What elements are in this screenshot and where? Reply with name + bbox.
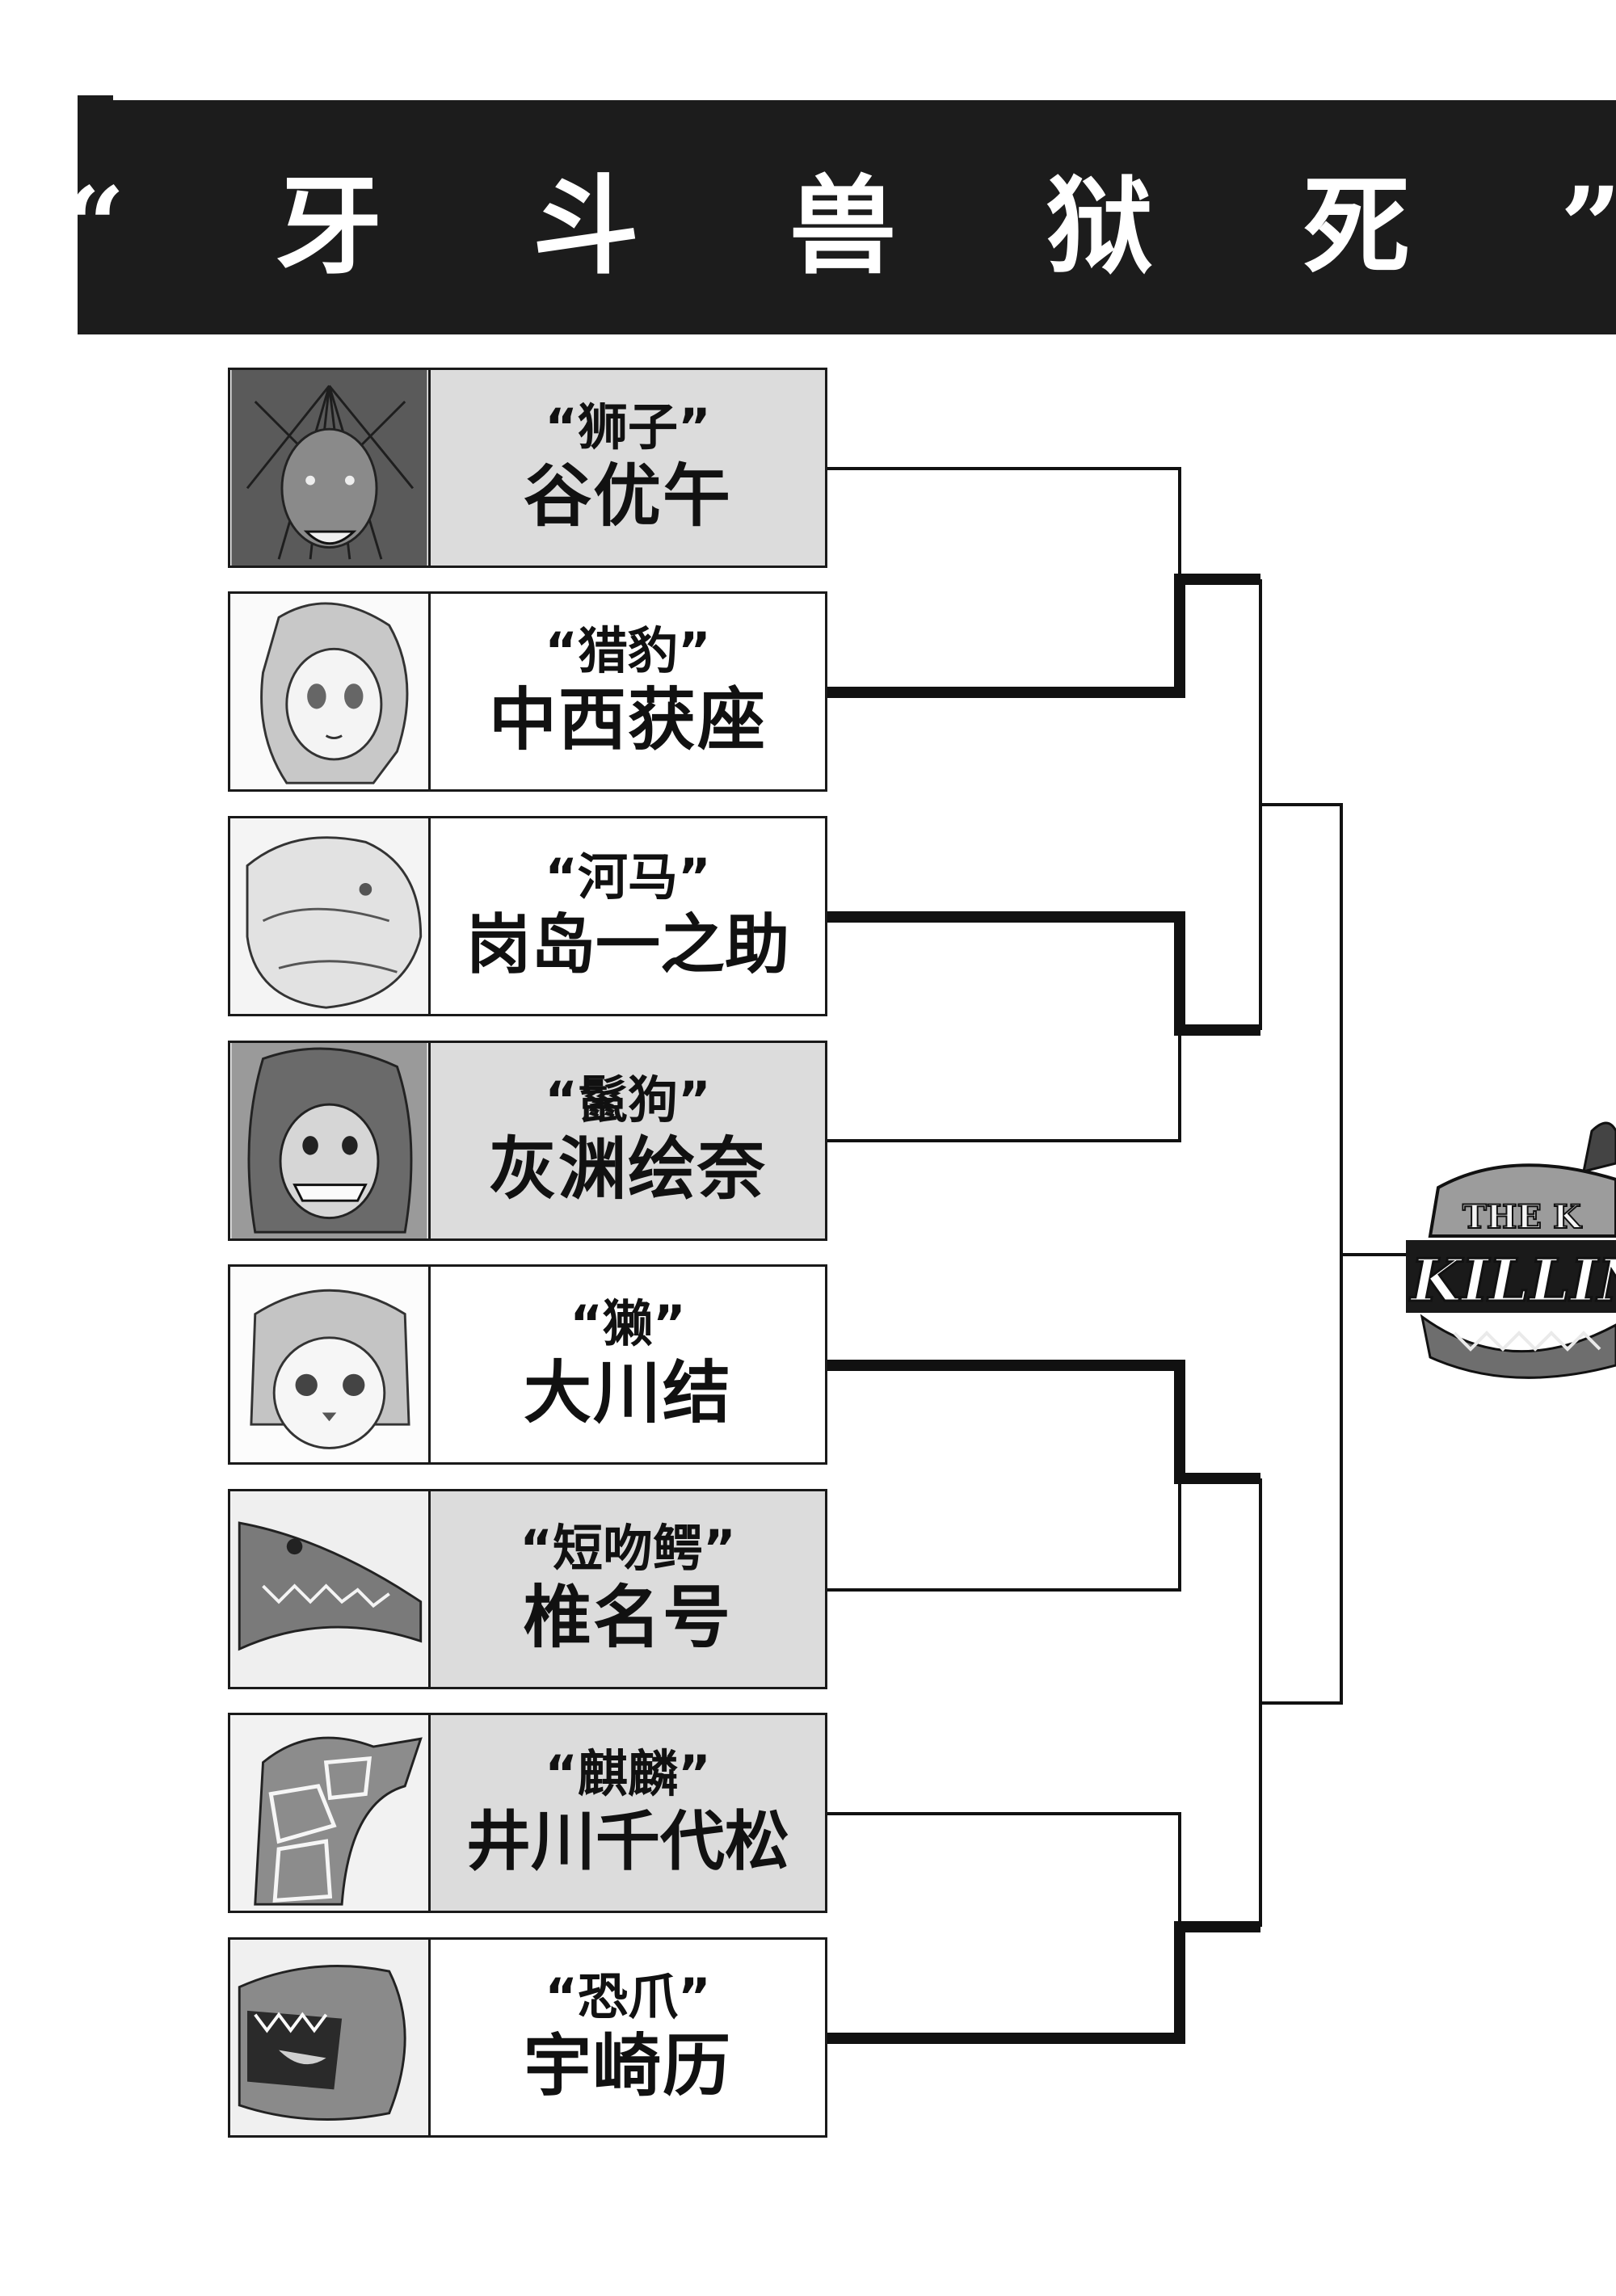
fighter-name-panel: “恐爪” 宇崎历 xyxy=(431,1940,825,2135)
otter-portrait-image xyxy=(230,1267,431,1462)
logo-text-line2: KILLING xyxy=(1409,1246,1616,1314)
fighter-card-raptor[interactable]: “恐爪” 宇崎历 xyxy=(228,1937,827,2138)
fighter-card-alligator[interactable]: “短吻鳄” 椎名号 xyxy=(228,1489,827,1689)
fighter-name-panel: “猎豹” 中西获座 xyxy=(431,594,825,789)
bracket-line-r1m1-top xyxy=(827,467,1181,579)
fighter-name-panel: “麒麟” 井川千代松 xyxy=(431,1715,825,1911)
fighter-nickname: “恐爪” xyxy=(545,1966,711,2026)
bracket-line-r2m1-out xyxy=(1260,803,1343,1255)
fighter-name: 岗岛一之助 xyxy=(466,906,789,982)
fighter-nickname: “麒麟” xyxy=(545,1744,711,1804)
killing-logo: THE K KILLING xyxy=(1406,1121,1616,1379)
lion-portrait-image xyxy=(230,370,431,566)
alligator-portrait-icon xyxy=(231,1491,427,1687)
hyena-portrait-icon xyxy=(231,1043,427,1238)
lion-portrait-icon xyxy=(231,370,427,566)
fighter-name-panel: “獭” 大川结 xyxy=(431,1267,825,1462)
fighter-name: 椎名号 xyxy=(523,1578,732,1658)
fighter-nickname: “鬣狗” xyxy=(545,1070,711,1129)
fighter-nickname: “河马” xyxy=(545,847,711,907)
fighter-name-panel: “鬣狗” 灰渊绘奈 xyxy=(431,1043,825,1238)
bracket-line-r1m2-bottom xyxy=(827,1030,1181,1142)
fighter-card-lion[interactable]: “狮子” 谷优午 xyxy=(228,368,827,568)
bracket-line-r2m2-out xyxy=(1260,1255,1343,1705)
bracket-line-r1m3-top xyxy=(827,1360,1260,1484)
bracket-line-r1m4-top xyxy=(827,1812,1181,1927)
logo-text-line1: THE K xyxy=(1462,1198,1582,1236)
fighter-name: 中西获座 xyxy=(488,680,767,760)
hyena-portrait-image xyxy=(230,1043,431,1238)
hippo-portrait-image xyxy=(230,818,431,1014)
fighter-name: 灰渊绘奈 xyxy=(488,1129,767,1209)
fighter-name: 井川千代松 xyxy=(466,1803,789,1879)
fighter-name: 谷优午 xyxy=(523,456,732,536)
raptor-portrait-image xyxy=(230,1940,431,2135)
fighter-card-cheetah[interactable]: “猎豹” 中西获座 xyxy=(228,591,827,792)
fighter-card-hyena[interactable]: “鬣狗” 灰渊绘奈 xyxy=(228,1041,827,1241)
corner-mark xyxy=(78,95,113,102)
bracket-line-r1m3-bottom xyxy=(827,1478,1181,1592)
fighter-name-panel: “狮子” 谷优午 xyxy=(431,370,825,566)
fighter-card-hippo[interactable]: “河马” 岗岛一之助 xyxy=(228,816,827,1016)
crown-ornament-icon xyxy=(1582,1121,1616,1174)
title-banner: “ 牙 斗 兽 狱 死 ” xyxy=(64,100,1616,334)
fighter-card-otter[interactable]: “獭” 大川结 xyxy=(228,1264,827,1465)
cheetah-portrait-icon xyxy=(231,594,427,789)
fighter-name-panel: “短吻鳄” 椎名号 xyxy=(431,1491,825,1687)
bracket-line-r1m4-bottom xyxy=(827,1921,1260,2044)
fighter-nickname: “獭” xyxy=(570,1293,686,1353)
fighter-nickname: “猎豹” xyxy=(545,620,711,680)
cheetah-portrait-image xyxy=(230,594,431,789)
giraffe-portrait-icon xyxy=(231,1715,427,1911)
fighter-nickname: “短吻鳄” xyxy=(520,1518,736,1578)
fighter-name: 宇崎历 xyxy=(523,2026,732,2106)
bracket-line-r1m2-top xyxy=(827,911,1260,1036)
otter-portrait-icon xyxy=(231,1267,427,1462)
fighter-name-panel: “河马” 岗岛一之助 xyxy=(431,818,825,1014)
hippo-portrait-icon xyxy=(231,818,427,1014)
fighter-nickname: “狮子” xyxy=(545,397,711,456)
fighter-name: 大川结 xyxy=(523,1353,732,1433)
bracket-line-r1m1-bottom xyxy=(827,574,1260,698)
fighter-card-giraffe[interactable]: “麒麟” 井川千代松 xyxy=(228,1713,827,1913)
giraffe-portrait-image xyxy=(230,1715,431,1911)
page-title: “ 牙 斗 兽 狱 死 ” xyxy=(64,163,1616,289)
raptor-portrait-icon xyxy=(231,1940,427,2135)
alligator-portrait-image xyxy=(230,1491,431,1687)
